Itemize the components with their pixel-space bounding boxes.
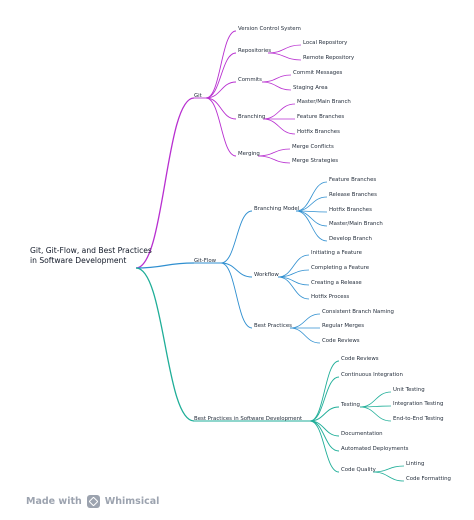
edge-bp-code-quality <box>309 420 340 473</box>
edge-model-child-4 <box>295 210 328 242</box>
root-node[interactable]: Git, Git-Flow, and Best Practices in Sof… <box>30 246 152 265</box>
node-git-hotfix-branches[interactable]: Hotfix Branches <box>297 129 340 135</box>
edge-flow-bp-child-0 <box>289 313 321 329</box>
edge-root-gitflow <box>135 262 195 269</box>
edge-quality-child-1 <box>372 471 405 482</box>
edge-root-git <box>135 97 195 269</box>
node-testing[interactable]: Testing <box>341 402 360 408</box>
node-git-master-main-branch[interactable]: Master/Main Branch <box>297 99 351 105</box>
node-gf-code-reviews[interactable]: Code Reviews <box>322 338 360 344</box>
node-linting[interactable]: Linting <box>406 461 425 467</box>
node-repositories[interactable]: Repositories <box>238 48 272 54</box>
node-end-to-end-testing[interactable]: End-to-End Testing <box>393 416 444 422</box>
edge-git-vcs <box>205 30 237 99</box>
edge-quality-child-0 <box>372 465 405 473</box>
edge-flow-best-practices <box>220 262 253 329</box>
node-consistent-branch-naming[interactable]: Consistent Branch Naming <box>322 309 394 315</box>
edge-model-child-1 <box>295 196 328 212</box>
edge-branching-hotfix <box>262 118 296 135</box>
node-gf-feature-branches[interactable]: Feature Branches <box>329 177 377 183</box>
edge-git-branching <box>205 97 237 120</box>
edge-merging-conflicts <box>257 148 291 157</box>
node-merging[interactable]: Merging <box>238 151 260 157</box>
edge-model-child-0 <box>295 181 328 212</box>
edge-merging-strategies <box>257 155 291 164</box>
node-staging-area[interactable]: Staging Area <box>293 85 328 91</box>
node-local-repository[interactable]: Local Repository <box>303 40 348 46</box>
node-merge-strategies[interactable]: Merge Strategies <box>292 158 339 164</box>
node-code-quality[interactable]: Code Quality <box>341 467 376 473</box>
edge-flow-bp-child-2 <box>289 327 321 344</box>
edge-flow-workflow <box>220 262 253 278</box>
edge-bp-code-reviews <box>309 360 340 422</box>
edge-commits-staging <box>261 81 292 91</box>
node-gf-best-practices[interactable]: Best Practices <box>254 323 292 329</box>
node-git[interactable]: Git <box>194 93 202 99</box>
edge-bp-ci <box>309 376 340 422</box>
edge-workflow-child-3 <box>277 276 310 300</box>
edge-root-bestpractices <box>135 267 195 422</box>
whimsical-logo-icon <box>86 495 100 508</box>
node-commits[interactable]: Commits <box>238 77 262 83</box>
node-workflow[interactable]: Workflow <box>254 272 279 278</box>
node-branching[interactable]: Branching <box>238 114 266 120</box>
node-hotfix-process[interactable]: Hotfix Process <box>311 294 350 300</box>
node-git-flow[interactable]: Git-Flow <box>194 258 217 264</box>
watermark[interactable]: Made with Whimsical <box>26 495 159 508</box>
edge-workflow-child-0 <box>277 254 310 278</box>
edge-git-repositories <box>205 52 237 99</box>
watermark-text: Made with <box>26 496 82 507</box>
node-code-formatting[interactable]: Code Formatting <box>406 476 451 482</box>
edge-flow-branching-model <box>220 210 253 264</box>
edge-commits-messages <box>261 74 292 83</box>
edge-testing-child-2 <box>359 406 392 422</box>
node-git-feature-branches[interactable]: Feature Branches <box>297 114 345 120</box>
node-branching-model[interactable]: Branching Model <box>254 206 300 212</box>
node-best-practices-software-dev[interactable]: Best Practices in Software Development <box>194 416 303 422</box>
node-regular-merges[interactable]: Regular Merges <box>322 323 365 329</box>
node-continuous-integration[interactable]: Continuous Integration <box>341 372 403 378</box>
edge-branching-master <box>262 103 296 120</box>
edge-repo-local <box>267 44 302 54</box>
edge-git-merging <box>205 97 237 157</box>
node-integration-testing[interactable]: Integration Testing <box>393 401 444 407</box>
edge-bp-testing <box>309 406 340 422</box>
node-automated-deployments[interactable]: Automated Deployments <box>341 446 409 452</box>
node-initiating-a-feature[interactable]: Initiating a Feature <box>311 250 362 256</box>
watermark-brand: Whimsical <box>104 496 160 507</box>
node-merge-conflicts[interactable]: Merge Conflicts <box>292 144 334 150</box>
edge-model-child-3 <box>295 210 328 227</box>
node-unit-testing[interactable]: Unit Testing <box>393 387 425 393</box>
node-creating-a-release[interactable]: Creating a Release <box>311 280 362 286</box>
node-gf-master-main-branch[interactable]: Master/Main Branch <box>329 221 383 227</box>
node-completing-a-feature[interactable]: Completing a Feature <box>311 265 370 271</box>
node-version-control-system[interactable]: Version Control System <box>238 26 301 32</box>
node-documentation[interactable]: Documentation <box>341 431 383 437</box>
node-bp-code-reviews[interactable]: Code Reviews <box>341 356 379 362</box>
node-remote-repository[interactable]: Remote Repository <box>303 55 355 61</box>
node-gf-hotfix-branches[interactable]: Hotfix Branches <box>329 207 372 213</box>
edge-git-commits <box>205 81 237 99</box>
edge-testing-child-0 <box>359 391 392 408</box>
node-release-branches[interactable]: Release Branches <box>329 192 377 198</box>
node-develop-branch[interactable]: Develop Branch <box>329 236 372 242</box>
edge-repo-remote <box>267 52 302 61</box>
node-commit-messages[interactable]: Commit Messages <box>293 70 343 76</box>
